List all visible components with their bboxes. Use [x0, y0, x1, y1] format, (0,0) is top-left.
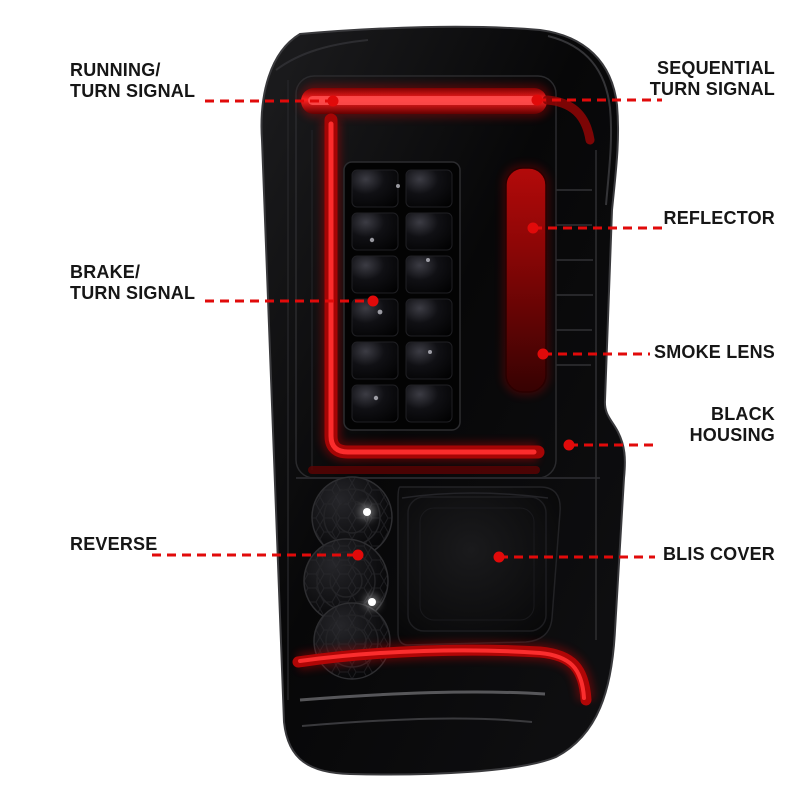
label-running-turn-signal: RUNNING/ TURN SIGNAL: [70, 60, 196, 101]
housing-ridges: [556, 189, 593, 366]
led-glints: [369, 184, 432, 401]
label-black-housing: BLACK HOUSING: [689, 404, 775, 445]
label-sequential-turn-signal: SEQUENTIAL TURN SIGNAL: [649, 58, 775, 99]
dot-black-housing: [563, 439, 575, 451]
callout-leaders: [152, 98, 665, 559]
lower-light-bar: [292, 641, 595, 727]
dot-reverse: [352, 549, 364, 561]
c-light-bar: [308, 113, 545, 474]
dot-blis-cover: [493, 551, 505, 563]
label-blis-cover: BLIS COVER: [662, 544, 775, 564]
brake-led-array: [343, 161, 461, 431]
dot-running-turn-signal: [327, 95, 339, 107]
blis-cover: [397, 486, 561, 646]
dot-reflector: [527, 222, 539, 234]
label-reverse: REVERSE: [70, 534, 158, 554]
dot-sequential-turn-signal: [531, 94, 543, 106]
label-brake-turn-signal: BRAKE/ TURN SIGNAL: [70, 262, 196, 303]
reflector-strip: [502, 164, 550, 396]
label-smoke-lens: SMOKE LENS: [653, 342, 775, 362]
dot-smoke-lens: [537, 348, 549, 360]
dot-brake-turn-signal: [367, 295, 379, 307]
reverse-light: [303, 476, 393, 680]
label-reflector: REFLECTOR: [663, 208, 775, 228]
top-light-bar: [299, 84, 595, 145]
lens-seam-line: [547, 35, 613, 206]
callout-dots: [327, 94, 575, 563]
reverse-led-dots: [359, 504, 380, 610]
